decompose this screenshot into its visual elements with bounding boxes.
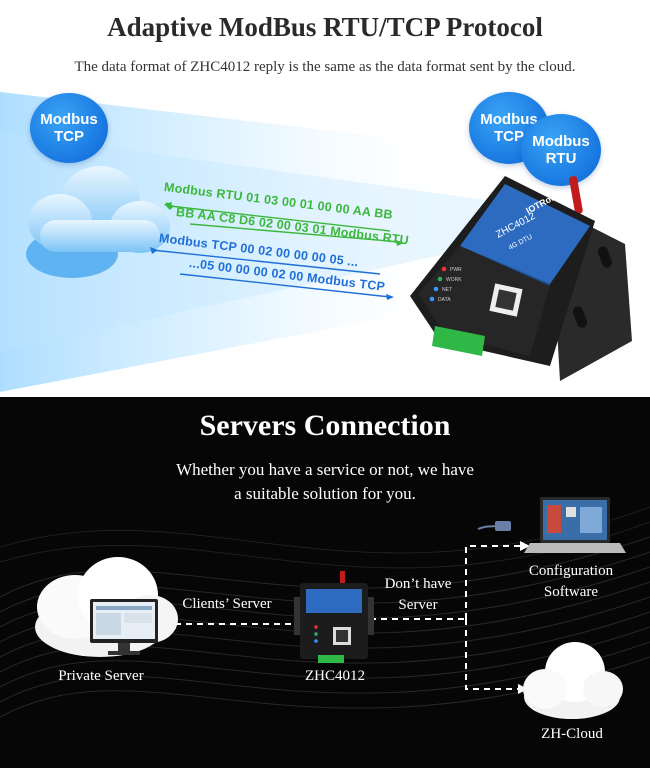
- section-subtitle-line1: Whether you have a service or not, we ha…: [176, 460, 474, 479]
- section-subtitle-line2: a suitable solution for you.: [234, 484, 416, 503]
- dont-have-server-label-line2: Server: [398, 597, 438, 613]
- zh-cloud-label: ZH-Cloud: [541, 726, 603, 742]
- clients-server-label: Clients’ Server: [182, 596, 272, 612]
- zh-cloud-icon: [523, 642, 623, 719]
- page-subtitle: The data format of ZHC4012 reply is the …: [74, 59, 576, 75]
- zhc4012-small-device-image: [294, 571, 374, 663]
- wave-background: [0, 497, 650, 719]
- protocol-section: Adaptive ModBus RTU/TCP Protocol The dat…: [0, 12, 632, 392]
- serial-cable-icon: [477, 521, 511, 531]
- configuration-software-label-line2: Software: [543, 584, 599, 600]
- led-data-label: DATA: [438, 297, 451, 303]
- modbus-rtu-bubble-right: Modbus RTU: [521, 114, 601, 186]
- data-beam-graphic: [0, 92, 500, 392]
- section-title: Servers Connection: [199, 409, 451, 442]
- led-net-label: NET: [442, 287, 452, 293]
- page-title: Adaptive ModBus RTU/TCP Protocol: [107, 12, 543, 42]
- zhc4012-device-image: IOTRouter ZHC4012 4G DTU PWR WORK NET DA…: [410, 176, 632, 381]
- private-server-label: Private Server: [58, 668, 144, 684]
- laptop-icon: [524, 497, 626, 553]
- configuration-software-label-line1: Configuration: [528, 563, 614, 579]
- led-work-label: WORK: [446, 277, 462, 283]
- monitor-icon: [90, 599, 158, 655]
- servers-connection-section: Servers Connection Whether you have a se…: [0, 397, 650, 768]
- dont-have-server-label-line1: Don’t have: [384, 576, 452, 592]
- led-pwr-label: PWR: [450, 267, 462, 273]
- device-label: ZHC4012: [305, 668, 365, 684]
- cloud-icon: [26, 166, 170, 278]
- modbus-tcp-bubble-left: Modbus TCP: [30, 93, 108, 163]
